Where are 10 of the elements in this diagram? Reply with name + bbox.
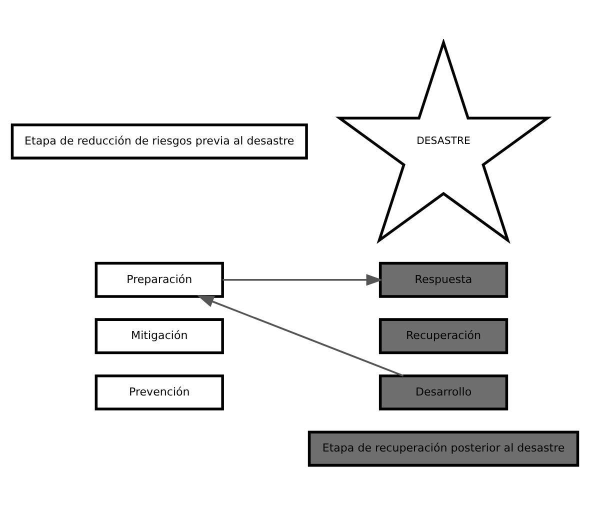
node-box: Respuesta [378, 261, 508, 298]
arrow [222, 274, 383, 286]
node-box: Mitigación [94, 318, 224, 354]
node-box: Recuperación [378, 318, 508, 354]
arrow [197, 295, 404, 376]
node-box: Etapa de recuperación posterior al desastre [308, 430, 580, 466]
node-box: Etapa de reducción de riesgos previa al desastre [10, 122, 308, 159]
node-box: Desarrollo [378, 374, 508, 410]
node-box: Preparación [94, 261, 224, 298]
node-box: Prevención [94, 374, 224, 410]
